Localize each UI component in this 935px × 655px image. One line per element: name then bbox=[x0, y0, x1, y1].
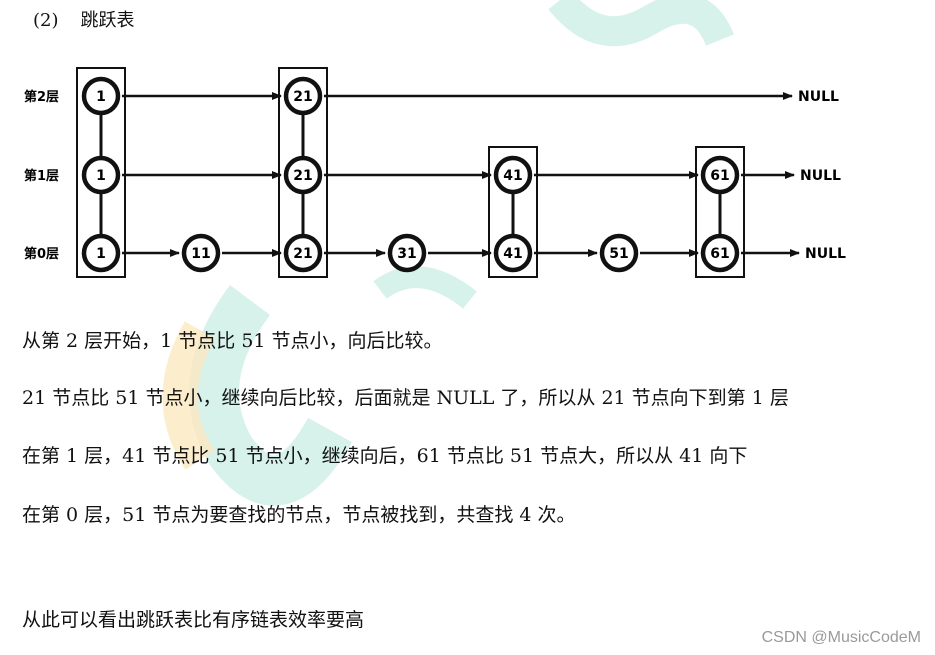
node-value: 1 bbox=[96, 168, 106, 184]
skip-list-node bbox=[493, 233, 533, 273]
conclusion: 从此可以看出跳跃表比有序链表效率要高 bbox=[22, 609, 365, 631]
node-value: 1 bbox=[96, 89, 106, 105]
null-label: NULL bbox=[805, 246, 846, 262]
node-value: 21 bbox=[293, 246, 312, 262]
node-value: 1 bbox=[96, 246, 106, 262]
paragraph-4: 在第 0 层，51 节点为要查找的节点，节点被找到，共查找 4 次。 bbox=[22, 504, 576, 526]
null-label: NULL bbox=[800, 168, 841, 184]
node-value: 61 bbox=[710, 168, 729, 184]
skip-list-node bbox=[181, 233, 221, 273]
node-value: 11 bbox=[191, 246, 210, 262]
skip-list-node bbox=[283, 76, 323, 116]
node-value: 21 bbox=[293, 89, 312, 105]
node-value: 31 bbox=[397, 246, 416, 262]
layer-label: 第2层 bbox=[24, 89, 59, 105]
layer-label: 第0层 bbox=[24, 246, 59, 262]
section-title: 跳跃表 bbox=[80, 10, 135, 31]
section-number: (2) bbox=[33, 10, 59, 31]
tower-box bbox=[695, 146, 745, 278]
tower-box bbox=[488, 146, 538, 278]
skip-list-node bbox=[81, 233, 121, 273]
skip-list-node bbox=[283, 233, 323, 273]
node-value: 21 bbox=[293, 168, 312, 184]
null-label: NULL bbox=[798, 89, 839, 105]
layer-label: 第1层 bbox=[24, 168, 59, 184]
skip-list-node bbox=[493, 155, 533, 195]
paragraph-3: 在第 1 层，41 节点比 51 节点小，继续向后，61 节点比 51 节点大，… bbox=[22, 445, 748, 467]
paragraph-2: 21 节点比 51 节点小，继续向后比较，后面就是 NULL 了，所以从 21 … bbox=[22, 387, 789, 409]
skip-list-node bbox=[283, 155, 323, 195]
csdn-watermark: CSDN @MusicCodeM bbox=[761, 629, 921, 646]
tower-box bbox=[76, 67, 126, 278]
skip-list-node bbox=[599, 233, 639, 273]
skip-list-node bbox=[700, 233, 740, 273]
node-value: 51 bbox=[609, 246, 628, 262]
skip-list-node bbox=[387, 233, 427, 273]
node-value: 41 bbox=[503, 168, 522, 184]
node-value: 41 bbox=[503, 246, 522, 262]
skip-list-node bbox=[81, 76, 121, 116]
skip-list-node bbox=[81, 155, 121, 195]
section-heading: (2) 跳跃表 bbox=[33, 6, 157, 32]
node-value: 61 bbox=[710, 246, 729, 262]
skip-list-node bbox=[700, 155, 740, 195]
paragraph-1: 从第 2 层开始，1 节点比 51 节点小，向后比较。 bbox=[22, 330, 443, 352]
